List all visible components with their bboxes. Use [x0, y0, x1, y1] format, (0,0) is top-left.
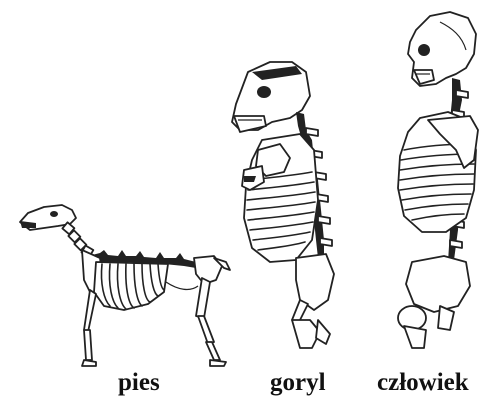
- gorilla-skeleton: [232, 62, 334, 348]
- human-legs: [398, 306, 454, 348]
- label-human: człowiek: [377, 370, 469, 395]
- human-pelvis: [406, 256, 470, 312]
- dog-hind-leg: [196, 278, 226, 366]
- dog-ribcage: [94, 262, 168, 310]
- dog-eye-socket: [50, 211, 58, 217]
- dog-front-leg: [82, 290, 96, 366]
- gorilla-jaw: [234, 116, 266, 132]
- label-dog: pies: [118, 370, 160, 395]
- gorilla-fingers: [244, 176, 256, 182]
- gorilla-eye-socket: [257, 86, 271, 98]
- dog-neck: [62, 222, 93, 257]
- human-skeleton: [398, 12, 478, 348]
- dog-belly-outline: [166, 282, 198, 289]
- label-gorilla: goryl: [270, 370, 326, 395]
- dog-skeleton: [20, 205, 230, 366]
- human-eye-socket: [418, 44, 430, 56]
